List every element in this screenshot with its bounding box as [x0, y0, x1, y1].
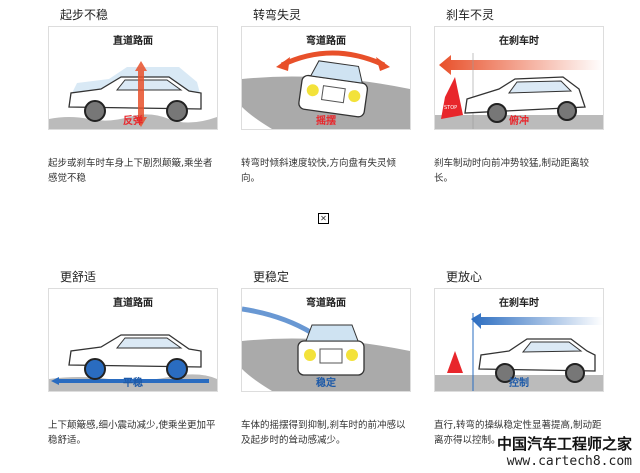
car-sway-illustration	[242, 50, 410, 129]
benefit-title-2: 更稳定	[253, 270, 290, 284]
road-label: 弯道路面	[306, 298, 346, 309]
benefit-desc-3: 直行,转弯的操纵稳定性显著提高,制动距离亦得以控制。	[434, 420, 602, 446]
car-stable-illustration	[242, 306, 410, 391]
effect-label: 控制	[509, 378, 529, 389]
watermark-cn: 中国汽车工程师之家	[496, 435, 632, 453]
watermark-url: www.cartech8.com	[506, 454, 632, 469]
road-label: 在刹车时	[499, 298, 539, 309]
road-label: 弯道路面	[306, 36, 346, 47]
problem-desc-1: 起步或刹车时车身上下剧烈颠簸,乘坐者感觉不稳	[48, 158, 213, 184]
benefit-title-1: 更舒适	[60, 270, 97, 284]
effect-label: 俯冲	[509, 116, 529, 127]
effect-label: 摇摆	[316, 116, 336, 127]
problem-title-2: 转弯失灵	[253, 8, 302, 22]
problem-title-3: 刹车不灵	[446, 8, 495, 22]
road-label: 直道路面	[113, 36, 153, 47]
panel-comfort: 直道路面 平稳	[48, 288, 218, 392]
panel-control: 在刹车时 控制	[434, 288, 604, 392]
effect-label: 平稳	[123, 378, 143, 389]
road-label: 直道路面	[113, 298, 153, 309]
effect-label: 稳定	[316, 378, 336, 389]
problem-title-1: 起步不稳	[60, 8, 109, 22]
road-label: 在刹车时	[499, 36, 539, 47]
watermark: 中国汽车工程师之家 www.cartech8.com	[497, 433, 632, 469]
car-control-illustration	[435, 313, 603, 391]
car-dive-illustration: STOP	[435, 53, 603, 129]
benefit-desc-2: 车体的摇摆得到抑制,刹车时的前冲感以及起步时的耸动感减少。	[241, 420, 406, 446]
benefit-title-3: 更放心	[446, 270, 483, 284]
panel-stable: 弯道路面 稳定	[241, 288, 411, 392]
panel-dive: STOP 在刹车时 俯冲	[434, 26, 604, 130]
effect-label: 反弹	[123, 116, 143, 127]
panel-sway: 弯道路面 摇摆	[241, 26, 411, 130]
problem-desc-2: 转弯时倾斜速度较快,方向盘有失灵倾向。	[241, 158, 397, 184]
benefit-desc-1: 上下颠簸感,细小震动减少,使乘坐更加平稳舒适。	[48, 420, 216, 446]
broken-image-icon: ✕	[318, 213, 329, 224]
problem-desc-3: 刹车制动时向前冲势较猛,制动距离较长。	[434, 158, 590, 184]
car-comfort-illustration	[49, 334, 217, 391]
panel-bounce: 直道路面 反弹	[48, 26, 218, 130]
car-bounce-illustration	[49, 61, 217, 129]
stop-sign-text: STOP	[444, 105, 457, 111]
